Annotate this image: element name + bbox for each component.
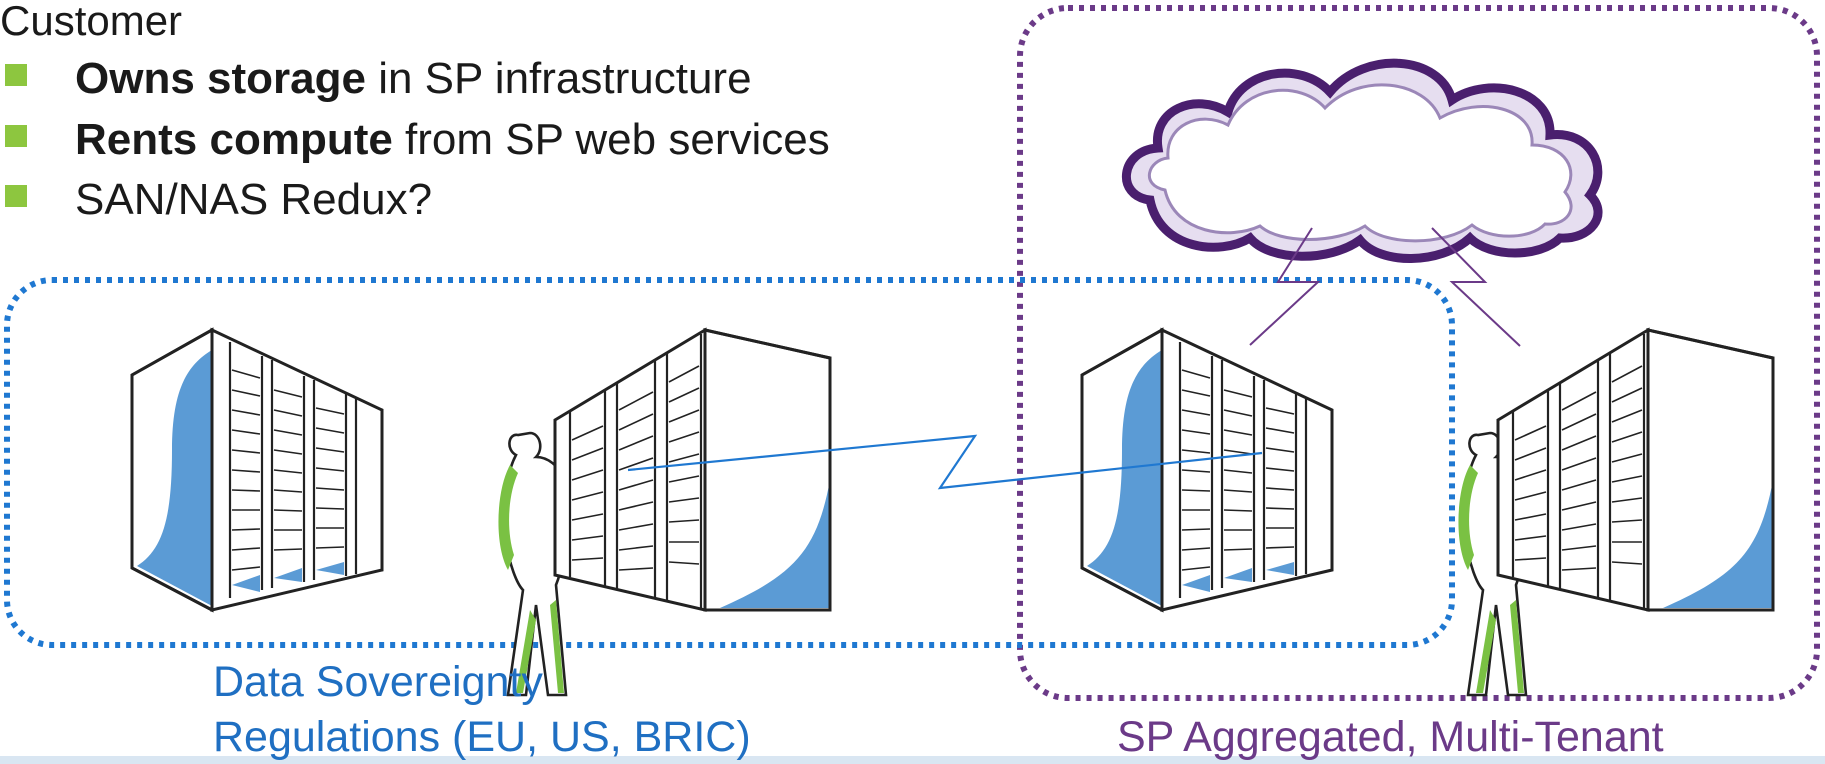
bullet-marker-1 [5, 64, 27, 86]
server-rack-right [1496, 328, 1775, 612]
sovereignty-caption-line2: Regulations (EU, US, BRIC) [213, 713, 751, 761]
storage-rack-right [1080, 328, 1334, 612]
bullet-1: Owns storage in SP infrastructure [75, 57, 752, 101]
bullet-2: Rents compute from SP web services [75, 118, 830, 162]
bullet-1-bold: Owns storage [75, 54, 366, 103]
server-rack-left [553, 328, 832, 612]
storage-link [627, 434, 1263, 490]
cloud-link-left [1249, 227, 1321, 346]
cloud-link-right [1431, 227, 1521, 347]
sovereignty-region-boundary [4, 277, 1455, 648]
bottom-band [0, 756, 1825, 764]
bullet-2-text: from SP web services [392, 115, 830, 164]
bullet-3-text: SAN/NAS Redux? [75, 175, 433, 224]
sp-caption: SP Aggregated, Multi-Tenant [1117, 713, 1664, 761]
bullet-2-bold: Rents compute [75, 115, 393, 164]
cloud-icon [1121, 58, 1603, 263]
bullet-3: SAN/NAS Redux? [75, 178, 432, 222]
bullet-marker-2 [5, 125, 27, 147]
storage-rack-left [130, 328, 384, 612]
sovereignty-caption-line1: Data Sovereignty [213, 658, 543, 706]
bullet-1-text: in SP infrastructure [365, 54, 752, 103]
heading: Customer [0, 0, 183, 44]
sp-region-boundary [1017, 5, 1820, 701]
bullet-marker-3 [5, 185, 27, 207]
